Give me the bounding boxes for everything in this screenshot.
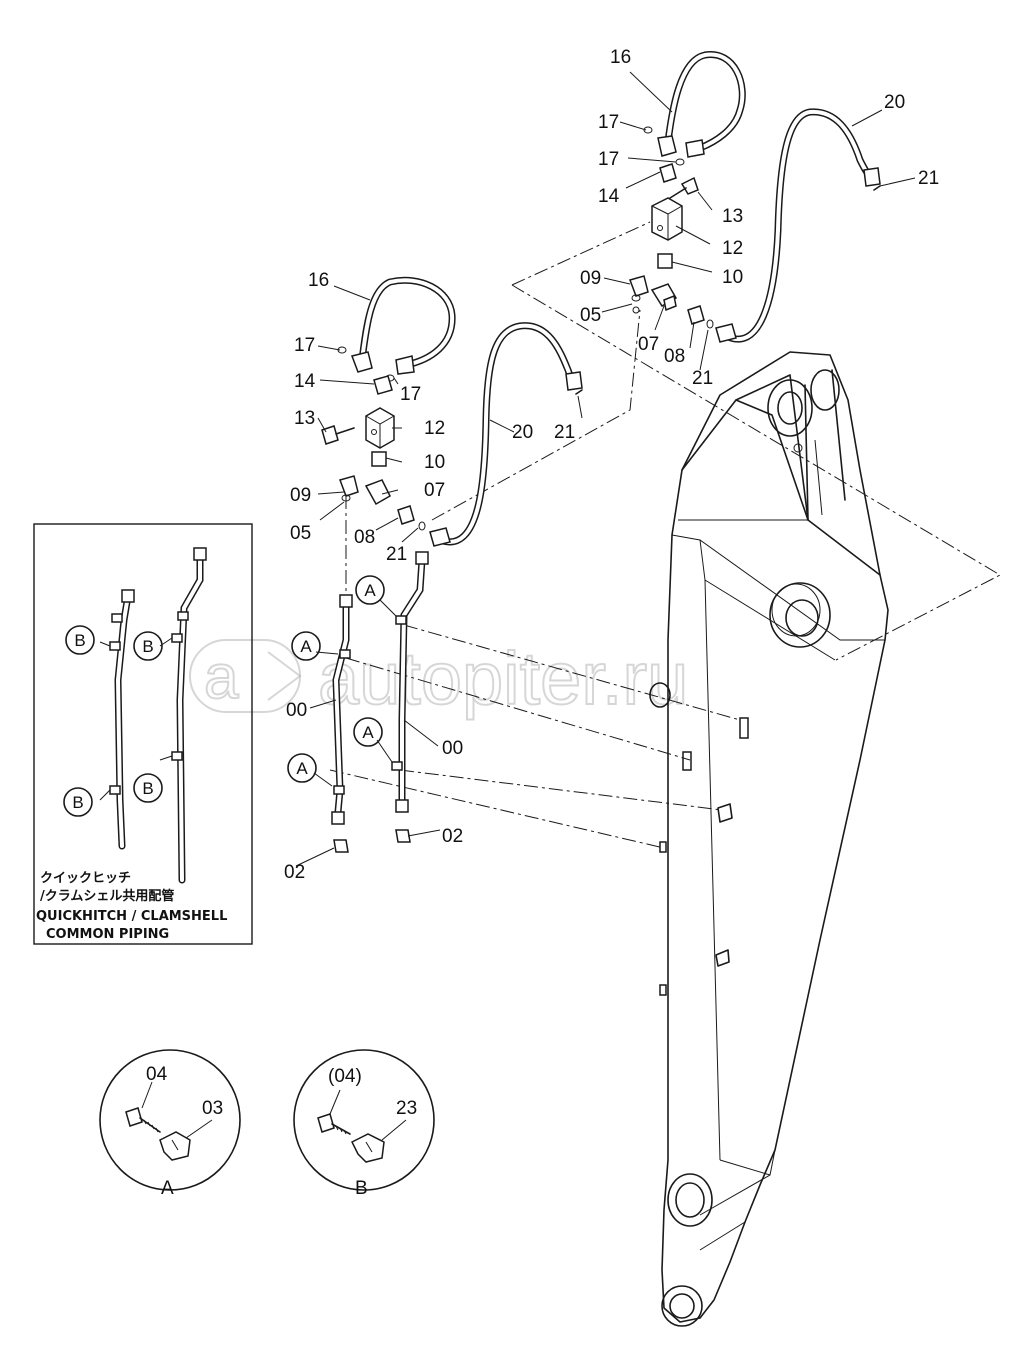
inset-note-line2: /クラムシェル共用配管 — [40, 888, 174, 904]
callout-21-upper-a: 21 — [692, 368, 713, 389]
clamp-markers: A A A A B B B B — [63, 575, 385, 817]
marker-circle-b1 — [65, 625, 95, 655]
watermark-text: autopiter.ru — [318, 637, 688, 720]
callout-17-mid-b: 17 — [400, 384, 421, 405]
callout-10-upper: 10 — [722, 267, 743, 288]
callout-17-upper-b: 17 — [598, 149, 619, 170]
inset-note-line1: クイックヒッチ — [40, 871, 131, 886]
middle-hose-assembly — [317, 276, 583, 547]
callout-20-mid: 20 — [512, 422, 533, 443]
callout-00-right: 00 — [442, 738, 463, 759]
detail-a: 04 03 A — [99, 1049, 241, 1199]
callout-00-left: 00 — [286, 700, 307, 721]
marker-b2-label: B — [142, 637, 153, 656]
marker-circle-a4 — [287, 753, 317, 783]
callout-14-upper: 14 — [598, 186, 620, 207]
callout-07-mid: 07 — [424, 480, 445, 501]
callout-20-upper: 20 — [884, 92, 905, 113]
boom-arm — [649, 351, 889, 1327]
inset-note-line3: QUICKHITCH / CLAMSHELL — [36, 909, 227, 924]
marker-a1-label: A — [364, 581, 376, 600]
marker-a2-label: A — [300, 637, 312, 656]
marker-circle-a1 — [355, 575, 385, 605]
callout-02-right: 02 — [442, 826, 463, 847]
callout-21-mid-a: 21 — [386, 544, 407, 565]
marker-a4-label: A — [296, 759, 308, 778]
marker-circle-b4 — [63, 787, 93, 817]
marker-b4-label: B — [72, 793, 83, 812]
steel-pipes — [295, 551, 441, 867]
callout-05-mid: 05 — [290, 523, 311, 544]
callout-23: 23 — [396, 1098, 417, 1119]
callout-05-upper: 05 — [580, 305, 601, 326]
callout-10-mid: 10 — [424, 452, 445, 473]
callout-04-ref: (04) — [328, 1066, 362, 1087]
callout-04: 04 — [146, 1064, 168, 1085]
callout-13-upper: 13 — [722, 206, 743, 227]
inset-quickhitch-piping: クイックヒッチ /クラムシェル共用配管 QUICKHITCH / CLAMSHE… — [33, 523, 253, 945]
marker-circle-a3 — [353, 717, 383, 747]
callout-07-upper: 07 — [638, 334, 659, 355]
marker-circle-a2 — [291, 631, 321, 661]
marker-b1-label: B — [74, 631, 85, 650]
callout-12-upper: 12 — [722, 238, 743, 259]
callout-12-mid: 12 — [424, 418, 445, 439]
callout-17-upper-a: 17 — [598, 112, 619, 133]
detail-b: (04) 23 B — [293, 1049, 435, 1199]
marker-circle-b3 — [133, 773, 163, 803]
callout-02-left: 02 — [284, 862, 305, 883]
marker-circle-b2 — [133, 631, 163, 661]
callout-03: 03 — [202, 1098, 223, 1119]
callout-16-upper: 16 — [610, 47, 631, 68]
watermark-logo: a autopiter.ru — [189, 636, 689, 721]
callout-16-mid: 16 — [308, 270, 329, 291]
callout-08-upper: 08 — [664, 346, 685, 367]
inset-note-line4: COMMON PIPING — [46, 927, 169, 942]
watermark-a-glyph: a — [204, 643, 239, 712]
callout-17-mid-a: 17 — [294, 335, 315, 356]
callout-08-mid: 08 — [354, 527, 375, 548]
callout-21-upper-b: 21 — [918, 168, 939, 189]
callout-numbers: 16 17 17 14 13 12 10 09 05 07 08 21 20 2… — [284, 47, 939, 883]
callout-09-upper: 09 — [580, 268, 601, 289]
callout-09-mid: 09 — [290, 485, 311, 506]
callout-13-mid: 13 — [294, 408, 315, 429]
callout-21-mid-b: 21 — [554, 422, 575, 443]
detail-a-label: A — [161, 1178, 174, 1199]
detail-b-label: B — [355, 1178, 368, 1199]
marker-a3-label: A — [362, 723, 374, 742]
upper-hose-assembly — [601, 51, 916, 371]
callout-14-mid: 14 — [294, 371, 316, 392]
marker-b3-label: B — [142, 779, 153, 798]
